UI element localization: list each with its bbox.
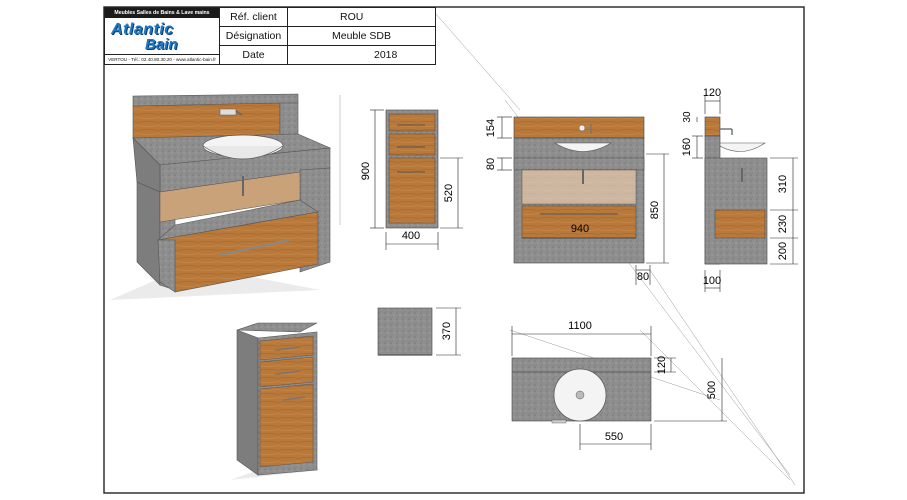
logo-contact: VERTOU - Tél.: 02.40.80.30.20 - www.atla… xyxy=(105,54,219,64)
logo-tagline: Meubles Salles de Bains & Lave mains xyxy=(105,8,219,18)
front-elevation xyxy=(513,116,645,264)
dim-side-width: 400 xyxy=(402,230,420,242)
dim-front-total-height: 850 xyxy=(649,201,661,219)
dim-right-230: 230 xyxy=(777,215,789,233)
cabinet-top-dimensions xyxy=(436,307,461,356)
dim-cabinet-top-height: 370 xyxy=(441,322,453,340)
row-date: Date 2018 xyxy=(220,46,435,65)
front-dimensions xyxy=(497,116,669,285)
dim-front-foot: 80 xyxy=(637,271,649,283)
tall-cabinet-3d-view xyxy=(230,322,320,480)
row-ref-client: Réf. client ROU xyxy=(220,8,435,27)
atlantic-bain-logo: Meubles Salles de Bains & Lave mains Atl… xyxy=(105,8,220,64)
drawing-frame xyxy=(103,6,805,494)
logo-brand-line1: Atlantic xyxy=(111,21,174,38)
dim-plan-edge: 120 xyxy=(656,356,668,374)
side-elevation-cabinet xyxy=(385,109,439,229)
plan-view xyxy=(511,357,652,424)
dim-side-height: 900 xyxy=(360,162,372,180)
dim-front-top-height: 154 xyxy=(485,119,497,137)
vanity-3d-view xyxy=(110,93,332,300)
dim-plan-width: 1100 xyxy=(568,320,592,332)
dim-front-gap: 80 xyxy=(485,158,497,170)
value-date: 2018 xyxy=(374,49,398,61)
plan-dimensions xyxy=(511,326,727,450)
dim-right-310: 310 xyxy=(777,175,789,193)
value-designation: Meuble SDB xyxy=(332,30,391,42)
label-date: Date xyxy=(220,46,288,65)
right-side-elevation xyxy=(704,116,768,265)
cabinet-top-view xyxy=(377,307,433,356)
right-dimensions xyxy=(692,96,798,292)
dim-right-top-30: 30 xyxy=(682,111,693,123)
dim-right-160: 160 xyxy=(681,138,693,156)
dim-front-inner-width: 940 xyxy=(571,223,589,235)
label-ref-client: Réf. client xyxy=(220,8,288,26)
dim-right-foot: 100 xyxy=(703,275,721,287)
dim-plan-depth: 500 xyxy=(706,381,718,399)
dim-right-200: 200 xyxy=(777,242,789,260)
row-designation: Désignation Meuble SDB xyxy=(220,27,435,46)
logo-brand-line2: Bain xyxy=(145,36,178,53)
title-table: Réf. client ROU Désignation Meuble SDB D… xyxy=(220,8,435,65)
value-ref-client: ROU xyxy=(340,11,364,23)
dim-plan-basin-offset: 550 xyxy=(605,431,623,443)
label-designation: Désignation xyxy=(220,27,288,45)
dim-right-top-width: 120 xyxy=(703,87,721,99)
dim-side-lower-height: 520 xyxy=(443,184,455,202)
title-block: Meubles Salles de Bains & Lave mains Atl… xyxy=(104,7,436,65)
side-dimensions xyxy=(370,109,463,250)
